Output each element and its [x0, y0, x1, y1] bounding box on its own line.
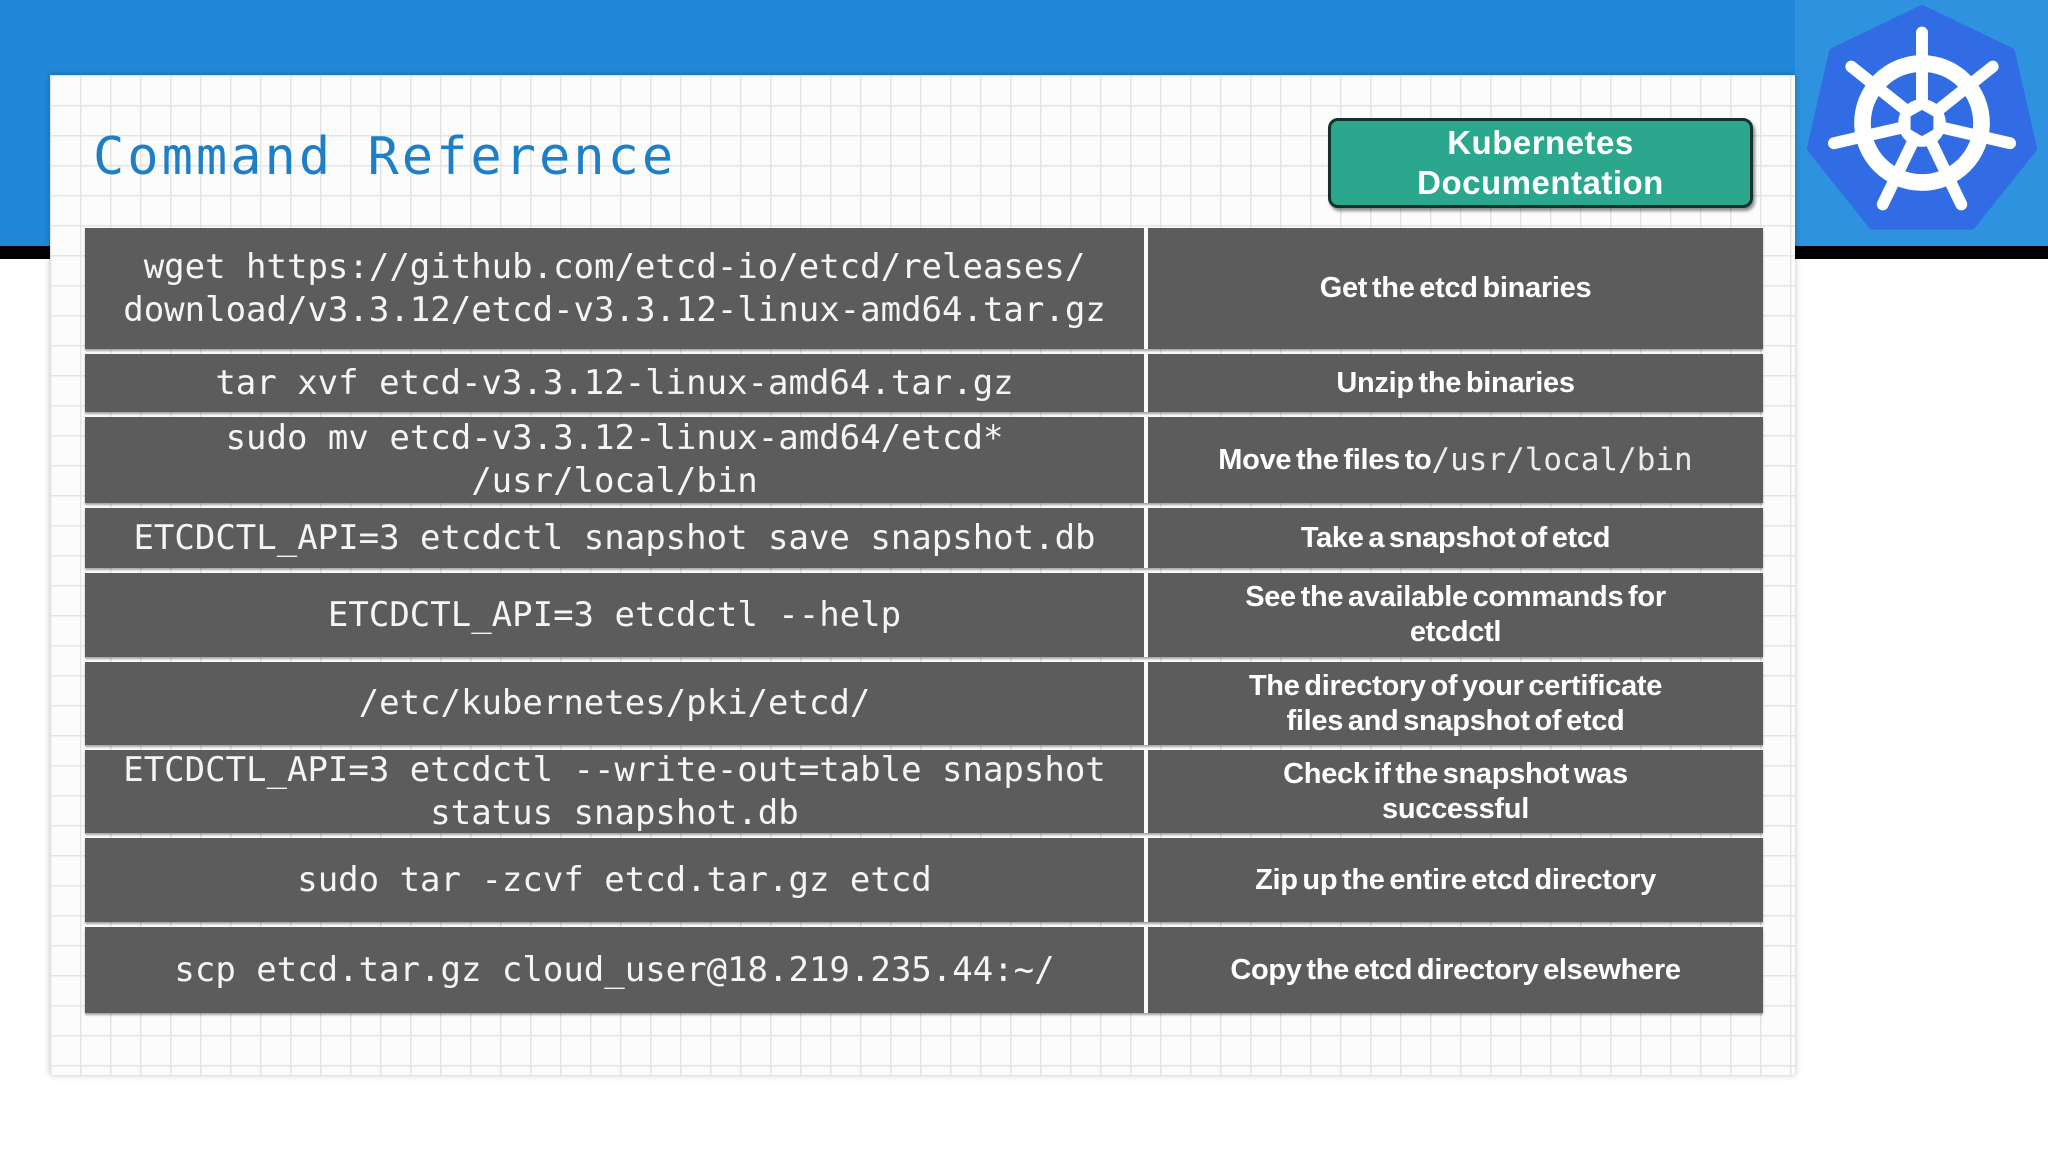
command-cell: /etc/kubernetes/pki/etcd/: [85, 662, 1144, 745]
table-row: ETCDCTL_API=3 etcdctl --write-out=table …: [85, 750, 1763, 833]
column-divider: [1144, 228, 1148, 349]
table-row: /etc/kubernetes/pki/etcd/ The directory …: [85, 662, 1763, 745]
command-table: wget https://github.com/etcd-io/etcd/rel…: [85, 228, 1763, 1013]
column-divider: [1144, 838, 1148, 922]
command-cell: scp etcd.tar.gz cloud_user@18.219.235.44…: [85, 927, 1144, 1013]
column-divider: [1144, 662, 1148, 745]
kubernetes-wheel-icon: [1806, 5, 2037, 230]
kubernetes-documentation-button[interactable]: Kubernetes Documentation: [1328, 118, 1753, 208]
description-path-text: /usr/local/bin: [1431, 441, 1693, 478]
command-cell: tar xvf etcd-v3.3.12-linux-amd64.tar.gz: [85, 354, 1144, 412]
column-divider: [1144, 573, 1148, 657]
column-divider: [1144, 354, 1148, 412]
table-row: sudo tar -zcvf etcd.tar.gz etcd Zip up t…: [85, 838, 1763, 922]
column-divider: [1144, 750, 1148, 833]
page-title: Command Reference: [93, 127, 677, 187]
description-cell: Copy the etcd directory elsewhere: [1148, 927, 1763, 1013]
description-text: Move the files to: [1218, 443, 1432, 476]
slide-canvas: Command Reference Kubernetes Documentati…: [50, 75, 1795, 1075]
description-cell: Move the files to /usr/local/bin: [1148, 417, 1763, 503]
command-cell: wget https://github.com/etcd-io/etcd/rel…: [85, 228, 1144, 349]
description-cell: Take a snapshot of etcd: [1148, 508, 1763, 568]
description-cell: See the available commands for etcdctl: [1148, 573, 1763, 657]
kubernetes-logo: [1795, 0, 2048, 246]
description-cell: The directory of your certificate files …: [1148, 662, 1763, 745]
table-row: tar xvf etcd-v3.3.12-linux-amd64.tar.gz …: [85, 354, 1763, 412]
column-divider: [1144, 417, 1148, 503]
command-cell: sudo tar -zcvf etcd.tar.gz etcd: [85, 838, 1144, 922]
description-cell: Get the etcd binaries: [1148, 228, 1763, 349]
table-row: sudo mv etcd-v3.3.12-linux-amd64/etcd* /…: [85, 417, 1763, 503]
description-cell: Check if the snapshot was successful: [1148, 750, 1763, 833]
command-cell: ETCDCTL_API=3 etcdctl --help: [85, 573, 1144, 657]
table-row: ETCDCTL_API=3 etcdctl --help See the ava…: [85, 573, 1763, 657]
table-row: ETCDCTL_API=3 etcdctl snapshot save snap…: [85, 508, 1763, 568]
command-cell: ETCDCTL_API=3 etcdctl --write-out=table …: [85, 750, 1144, 833]
command-cell: sudo mv etcd-v3.3.12-linux-amd64/etcd* /…: [85, 417, 1144, 503]
table-row: scp etcd.tar.gz cloud_user@18.219.235.44…: [85, 927, 1763, 1013]
description-cell: Zip up the entire etcd directory: [1148, 838, 1763, 922]
command-cell: ETCDCTL_API=3 etcdctl snapshot save snap…: [85, 508, 1144, 568]
column-divider: [1144, 508, 1148, 568]
column-divider: [1144, 927, 1148, 1013]
table-row: wget https://github.com/etcd-io/etcd/rel…: [85, 228, 1763, 349]
description-cell: Unzip the binaries: [1148, 354, 1763, 412]
